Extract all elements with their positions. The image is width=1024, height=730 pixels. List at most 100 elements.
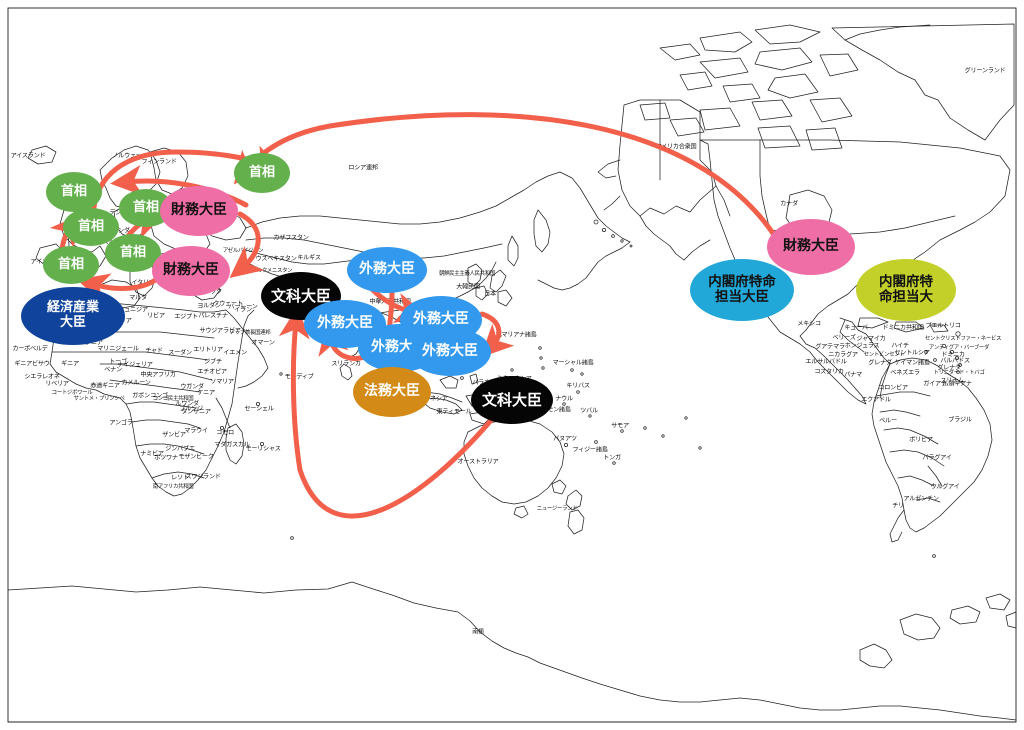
country-label: ニジェール	[109, 345, 139, 353]
country-label: アンティグア・バーブーダ	[928, 345, 990, 351]
country-label: ジンバブエ	[165, 445, 195, 453]
country-label: フィンランド	[141, 158, 177, 166]
country-label: ブラジル	[948, 416, 972, 424]
country-label: ソマリア	[210, 378, 234, 386]
minister-node-label: 内閣府特命担当大	[879, 273, 933, 305]
country-label: ロシア連邦	[348, 164, 378, 172]
minister-node-mofa-2[interactable]: 外務大臣	[304, 300, 386, 348]
country-label: 南アフリカ共和国	[152, 484, 194, 490]
minister-node-label: 首相	[60, 183, 87, 199]
minister-node-mofa-5[interactable]: 外務大臣	[409, 328, 491, 376]
minister-node-label: 外務大臣	[413, 311, 469, 328]
country-label: パナマ	[844, 371, 862, 379]
country-label: ソロモン諸島	[535, 406, 571, 414]
country-label: コモロ	[216, 429, 234, 437]
minister-node-moj[interactable]: 法務大臣	[353, 367, 431, 417]
country-label: 南極	[472, 628, 484, 636]
country-label: グアテマラ	[815, 343, 845, 351]
country-label: ホンジュラス	[844, 342, 880, 350]
minister-node-label: 文科大臣	[481, 390, 542, 409]
country-label: パレスチナ	[198, 312, 228, 320]
country-label: バヌアツ	[553, 435, 577, 443]
minister-node-label: 首相	[77, 218, 104, 234]
minister-node-label: 外務大臣	[359, 261, 415, 278]
country-label: ウガンダ	[180, 383, 204, 391]
country-label: ウズベキスタン	[255, 255, 297, 263]
country-label: コロンビア	[878, 384, 908, 392]
country-label: ウルグアイ	[930, 483, 960, 491]
country-label: キューバ	[844, 324, 868, 332]
country-label: パラグアイ	[922, 454, 952, 462]
country-label: マダガスカル	[214, 441, 250, 449]
country-label: ガボン	[132, 392, 150, 400]
minister-node-fin-eu-1[interactable]: 財務大臣	[160, 186, 238, 236]
country-label: アメリカ合衆国	[655, 143, 697, 151]
country-label: ハイチ	[891, 342, 909, 350]
country-label: クウェート	[213, 300, 243, 308]
minister-node-label: 首相	[248, 164, 275, 180]
country-label: サウジアラビア	[199, 327, 241, 335]
country-label: モーリシャス	[245, 445, 281, 453]
country-label: ジャマイカ	[856, 335, 886, 343]
minister-node-label: 内閣府特命担当大臣	[708, 273, 776, 305]
country-label: ナイジェリア	[117, 361, 153, 369]
country-label: ヨルダン	[197, 302, 221, 310]
minister-node-label: 財務大臣	[163, 262, 219, 279]
minister-node-pm-5[interactable]: 首相	[105, 234, 161, 272]
country-label: オマーン	[251, 339, 275, 347]
country-label: ジブチ	[204, 358, 222, 366]
country-label: イラン	[234, 306, 252, 314]
country-label: セントルシア	[894, 349, 930, 357]
country-label: 仏領ギアナ	[942, 380, 972, 388]
minister-node-label: 外務大臣	[317, 315, 373, 332]
country-label: アゼルバイジャン	[222, 248, 264, 254]
country-label: 中華人民共和国	[369, 298, 411, 306]
country-label: モルディブ	[284, 373, 314, 381]
minister-node-fin-na[interactable]: 財務大臣	[767, 219, 855, 275]
minister-node-cao-1[interactable]: 内閣府特命担当大臣	[690, 259, 794, 321]
country-label: ナウル	[555, 395, 573, 403]
country-label: リベリア	[45, 380, 69, 388]
country-label: 日本	[484, 290, 496, 298]
country-label: キルギス	[297, 254, 321, 262]
country-label: タンザニア	[181, 408, 211, 416]
country-label: アルゼンチン	[903, 495, 939, 503]
country-label: ナミビア	[140, 450, 164, 458]
country-label: コンゴ	[150, 392, 168, 400]
minister-node-label: 法務大臣	[364, 383, 420, 400]
country-label: アイスランド	[10, 152, 46, 160]
minister-node-label: 文科大臣	[270, 286, 331, 305]
country-label: エクアドル	[861, 396, 891, 404]
minister-node-pm-6[interactable]: 首相	[234, 153, 290, 193]
country-label: マリ	[97, 345, 109, 353]
country-label: グリーンランド	[964, 67, 1006, 75]
minister-node-pm-2[interactable]: 首相	[63, 208, 119, 246]
minister-node-label: 経済産業大臣	[46, 300, 99, 330]
country-label: ルワンダ	[175, 400, 199, 408]
minister-node-meti[interactable]: 経済産業大臣	[21, 287, 125, 345]
minister-node-cao-2[interactable]: 内閣府特命担当大	[856, 259, 956, 321]
country-label: 赤道ギニア	[90, 382, 120, 390]
country-label: コンゴ民主共和国	[152, 396, 194, 402]
country-label: コートジボワール	[51, 390, 93, 396]
country-label: 大韓民国	[456, 283, 480, 291]
country-label: レソト	[171, 474, 189, 482]
minister-node-label: 首相	[119, 244, 146, 260]
country-label: ペルー	[879, 417, 897, 425]
minister-node-pm-3[interactable]: 首相	[43, 246, 99, 284]
minister-node-mext-oc[interactable]: 文科大臣	[471, 376, 553, 424]
minister-node-label: 首相	[132, 199, 159, 215]
country-label: スリランカ	[331, 360, 361, 368]
country-label: バーレーン	[228, 303, 258, 311]
country-label: グレナダ	[868, 359, 892, 367]
minister-node-fin-eu-2[interactable]: 財務大臣	[152, 246, 230, 296]
country-label: ケイマン諸島	[894, 359, 930, 367]
country-label: エジプト	[174, 313, 198, 321]
minister-node-mofa-1[interactable]: 外務大臣	[347, 247, 427, 293]
country-label: バルバドス	[940, 357, 970, 365]
country-label: ボリビア	[909, 436, 933, 444]
country-label: 東ティモール	[436, 408, 472, 416]
country-label: カーボベルデ	[12, 345, 48, 353]
country-label: ニュージーランド	[536, 506, 578, 512]
minister-node-pm-1[interactable]: 首相	[46, 172, 102, 212]
